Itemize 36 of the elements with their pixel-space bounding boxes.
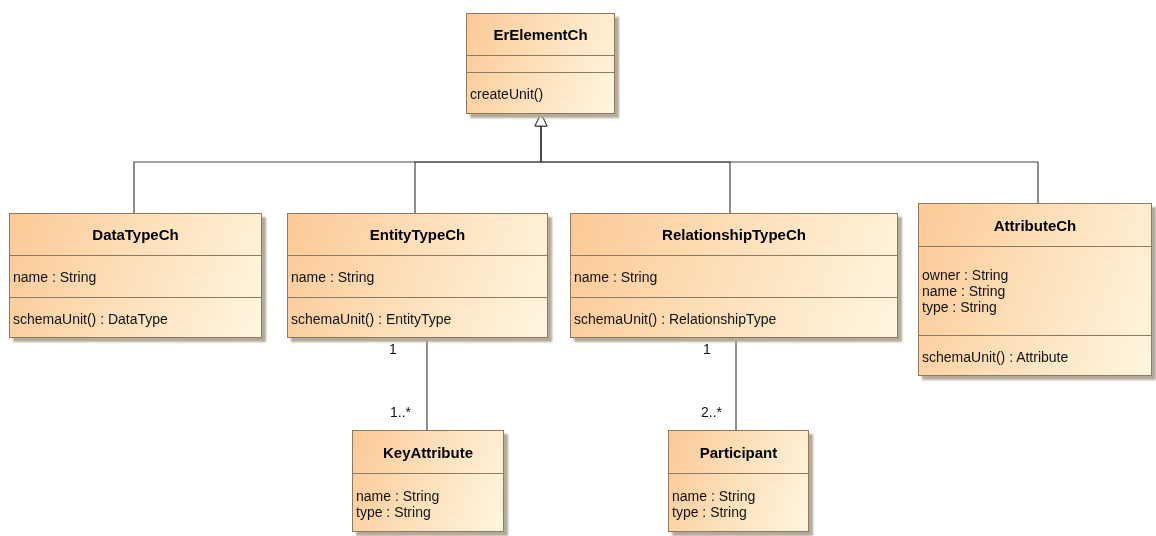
class-box xyxy=(668,430,809,532)
attribute-text: name : String xyxy=(13,268,97,285)
attribute-text: name : String xyxy=(291,268,375,285)
multiplicity-label: 2..* xyxy=(701,404,722,420)
class-name: KeyAttribute xyxy=(383,443,473,461)
attribute-text: type : String xyxy=(672,503,747,520)
attribute-text: name : String xyxy=(356,487,440,504)
class-box xyxy=(287,213,548,338)
class-name: Participant xyxy=(699,443,778,461)
operation-text: schemaUnit() : RelationshipType xyxy=(574,310,777,327)
operation-text: createUnit() xyxy=(470,86,544,102)
class-box xyxy=(352,430,504,532)
multiplicity-label: 1 xyxy=(389,341,397,357)
class-name: ErElementCh xyxy=(493,26,588,43)
class-box xyxy=(466,13,615,114)
multiplicity-label: 1..* xyxy=(390,404,411,420)
attribute-text: name : String xyxy=(574,268,658,285)
attribute-text: type : String xyxy=(356,503,431,520)
attribute-text: name : String xyxy=(922,283,1006,299)
attribute-text: owner : String xyxy=(922,267,1009,283)
attribute-text: type : String xyxy=(922,299,997,315)
operation-text: schemaUnit() : EntityType xyxy=(291,310,452,327)
attribute-text: name : String xyxy=(672,487,756,504)
class-name: RelationshipTypeCh xyxy=(662,226,806,243)
operation-text: schemaUnit() : DataType xyxy=(13,310,168,327)
class-name: DataTypeCh xyxy=(92,226,179,243)
class-name: AttributeCh xyxy=(993,216,1077,234)
association-line xyxy=(735,337,737,431)
class-name: EntityTypeCh xyxy=(369,226,466,243)
association-line xyxy=(426,337,428,431)
class-box xyxy=(9,213,262,338)
class-box xyxy=(570,213,898,338)
generalization-arrow xyxy=(534,113,1039,204)
operation-text: schemaUnit() : Attribute xyxy=(922,348,1069,365)
class-box xyxy=(918,203,1152,376)
multiplicity-label: 1 xyxy=(703,341,711,357)
